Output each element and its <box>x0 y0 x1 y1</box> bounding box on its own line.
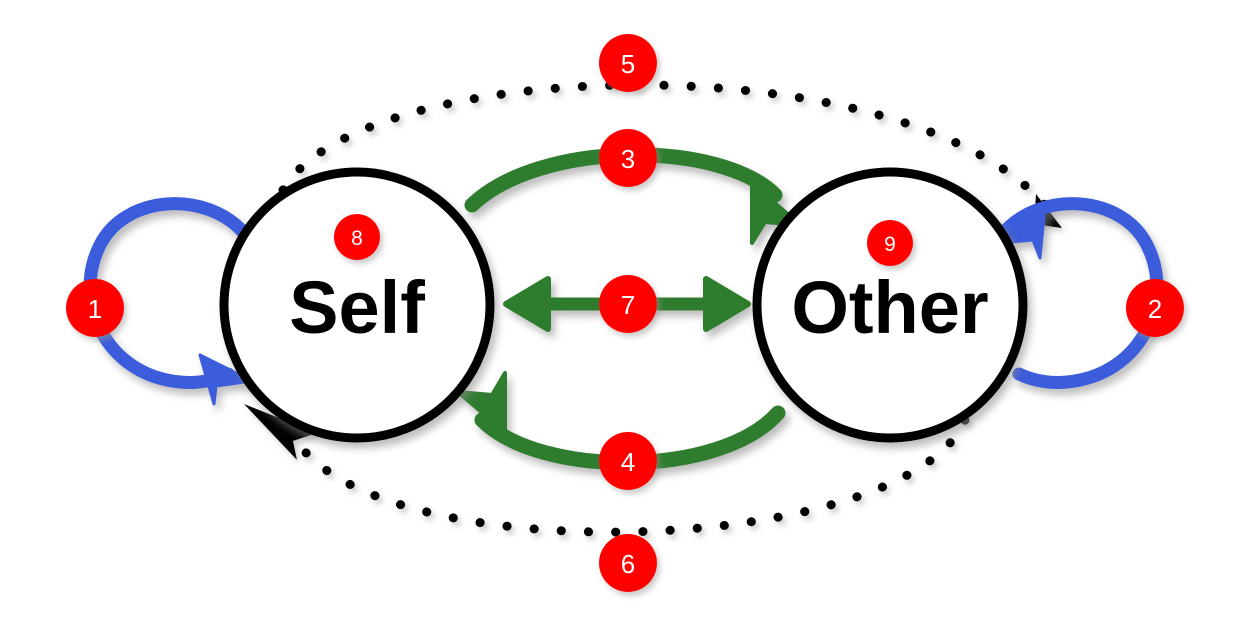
badge-5-number: 5 <box>621 49 635 79</box>
green-arc-bottom-arrowhead <box>456 371 507 434</box>
node-other-circle <box>752 167 1028 443</box>
self-loop-left-arrowhead <box>198 353 254 406</box>
badge-7-number: 7 <box>621 290 635 320</box>
node-other[interactable]: Other <box>752 167 1028 443</box>
badge-2-number: 2 <box>1148 294 1162 324</box>
badge-1[interactable]: 1 <box>66 279 124 337</box>
badge-4[interactable]: 4 <box>599 432 657 490</box>
badge-9-circle <box>867 220 913 266</box>
badge-9[interactable]: 9 <box>867 220 913 266</box>
badge-1-number: 1 <box>88 294 102 324</box>
badge-6-circle <box>599 534 657 592</box>
badge-8-number: 8 <box>351 227 363 250</box>
node-self[interactable]: Self <box>219 167 495 443</box>
badge-8[interactable]: 8 <box>334 214 380 260</box>
badge-1-circle <box>66 279 124 337</box>
dotted-arc-bottom-arrowhead <box>244 404 317 460</box>
node-self-label: Self <box>289 266 425 349</box>
badge-7[interactable]: 7 <box>599 275 657 333</box>
badge-3-circle <box>599 129 657 187</box>
badge-6[interactable]: 6 <box>599 534 657 592</box>
badge-2[interactable]: 2 <box>1126 279 1184 337</box>
badge-8-circle <box>334 214 380 260</box>
bidirectional-arrowhead-left <box>503 276 551 332</box>
badge-2-circle <box>1126 279 1184 337</box>
node-self-circle <box>219 167 495 443</box>
badge-4-number: 4 <box>621 447 635 477</box>
badge-5-circle <box>599 34 657 92</box>
badge-3[interactable]: 3 <box>599 129 657 187</box>
edge-dotted-arc-other-to-self[interactable] <box>244 404 970 537</box>
dotted-arc-bottom-path <box>285 415 970 537</box>
self-loop-right-arrowhead <box>998 203 1047 260</box>
node-other-label: Other <box>791 266 988 349</box>
badge-9-number: 9 <box>884 233 896 256</box>
badge-5[interactable]: 5 <box>599 34 657 92</box>
bidirectional-arrowhead-right <box>703 276 751 332</box>
badge-3-number: 3 <box>621 144 635 174</box>
badge-4-circle <box>599 432 657 490</box>
badge-7-circle <box>599 275 657 333</box>
green-arc-top-arrowhead <box>750 181 802 245</box>
badge-6-number: 6 <box>621 549 635 579</box>
